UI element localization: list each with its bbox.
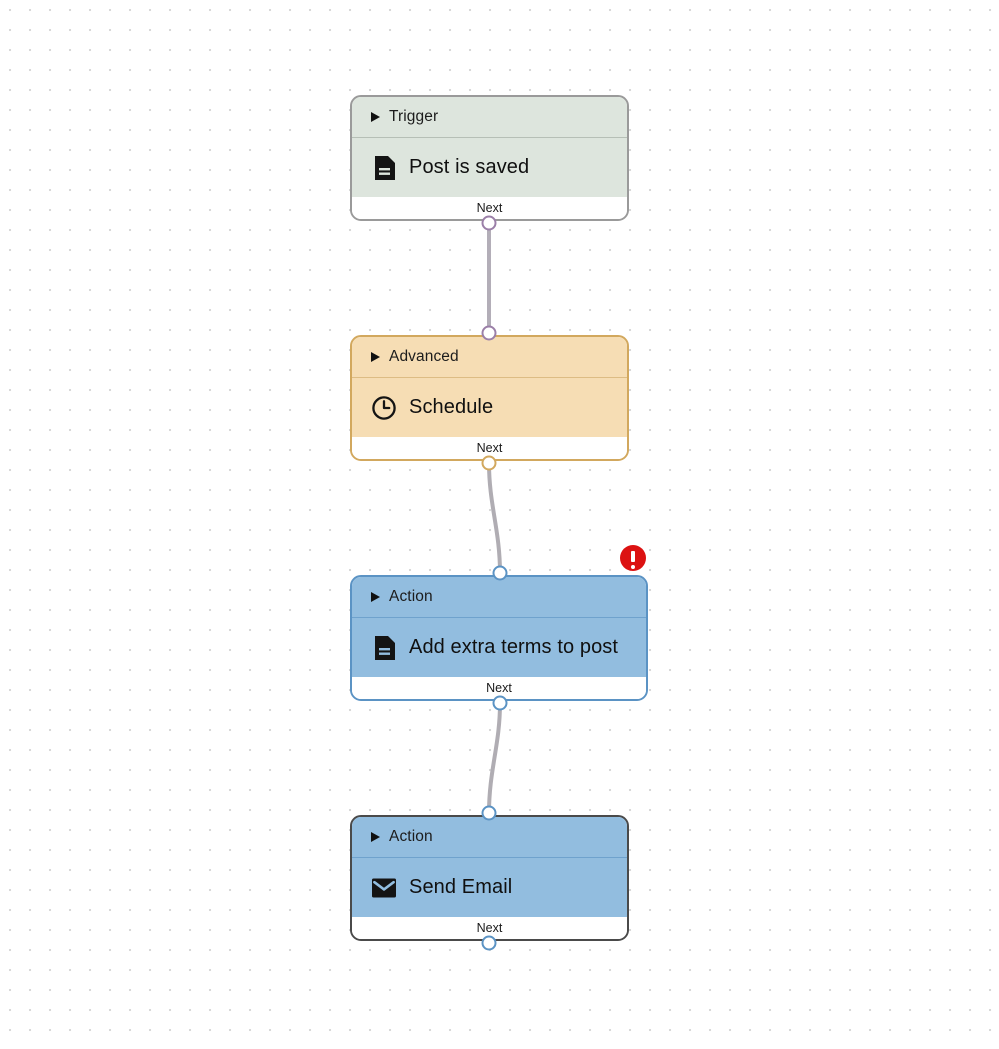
node-separator: [352, 377, 627, 378]
node-next-footer[interactable]: Next: [352, 197, 627, 219]
expand-triangle-icon[interactable]: [371, 352, 380, 362]
port-action1-out[interactable]: [492, 695, 508, 711]
node-title: Send Email: [409, 876, 513, 898]
node-next-footer[interactable]: Next: [352, 917, 627, 939]
node-next-footer[interactable]: Next: [352, 437, 627, 459]
document-icon: [371, 155, 397, 181]
port-advanced-in[interactable]: [481, 325, 497, 341]
node-header[interactable]: Trigger: [352, 97, 627, 137]
next-label: Next: [476, 441, 503, 455]
node-separator: [352, 617, 646, 618]
node-separator: [352, 137, 627, 138]
node-header[interactable]: Advanced: [352, 337, 627, 377]
envelope-icon: [371, 875, 397, 901]
node-advanced-schedule[interactable]: Advanced Schedule Next: [350, 335, 629, 461]
node-kind-label: Action: [389, 828, 433, 845]
node-body[interactable]: Send Email: [352, 858, 627, 917]
edge-advanced-to-action1: [487, 461, 502, 575]
node-header[interactable]: Action: [352, 817, 627, 857]
expand-triangle-icon[interactable]: [371, 832, 380, 842]
node-header[interactable]: Action: [352, 577, 646, 617]
exclamation-dot: [631, 564, 635, 569]
node-body[interactable]: Post is saved: [352, 138, 627, 197]
clock-icon: [371, 395, 397, 421]
node-trigger-post-is-saved[interactable]: Trigger Post is saved Next: [350, 95, 629, 221]
error-badge-icon[interactable]: [620, 545, 646, 571]
next-label: Next: [486, 681, 512, 695]
port-action2-in[interactable]: [481, 805, 497, 821]
node-title: Post is saved: [409, 156, 530, 178]
port-trigger-out[interactable]: [481, 215, 497, 231]
document-icon: [371, 635, 397, 661]
port-advanced-out[interactable]: [481, 455, 497, 471]
node-kind-label: Action: [389, 588, 433, 605]
node-kind-label: Trigger: [389, 108, 439, 125]
port-action1-in[interactable]: [492, 565, 508, 581]
node-action-add-extra-terms-to-post[interactable]: Action Add extra terms to post Next: [350, 575, 648, 701]
node-title: Schedule: [409, 396, 494, 418]
node-body[interactable]: Add extra terms to post: [352, 618, 646, 677]
node-body[interactable]: Schedule: [352, 378, 627, 437]
port-action2-out[interactable]: [481, 935, 497, 951]
expand-triangle-icon[interactable]: [371, 592, 380, 602]
next-label: Next: [476, 201, 503, 215]
exclamation-mark: [631, 550, 635, 569]
next-label: Next: [476, 921, 503, 935]
expand-triangle-icon[interactable]: [371, 112, 380, 122]
node-action-send-email[interactable]: Action Send Email Next: [350, 815, 629, 941]
node-title: Add extra terms to post: [409, 636, 619, 658]
node-separator: [352, 857, 627, 858]
node-kind-label: Advanced: [389, 348, 459, 365]
node-next-footer[interactable]: Next: [352, 677, 646, 699]
edge-action1-to-action2: [487, 701, 502, 815]
